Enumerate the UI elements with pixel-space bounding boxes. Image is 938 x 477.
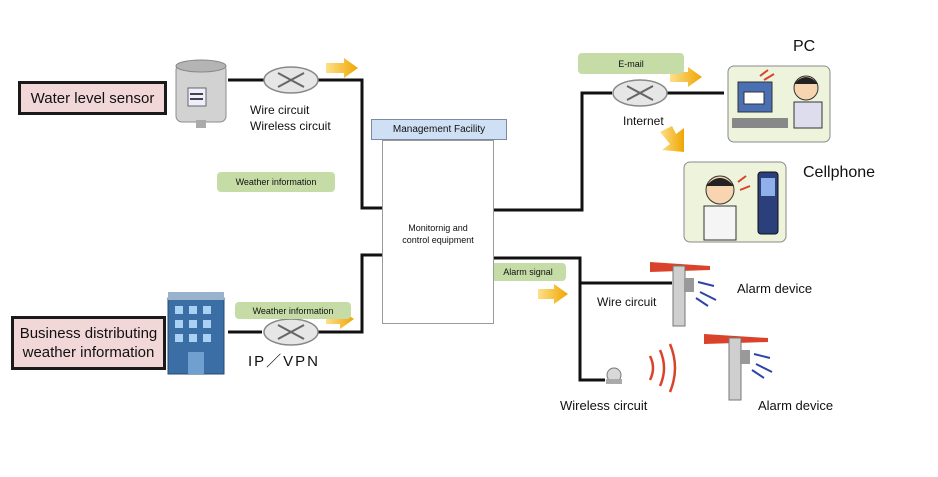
router-icon-internet [612,79,668,107]
management-facility-box [382,140,494,324]
wireless-circuit-label: Wireless circuit [250,119,331,133]
business-line1: Business distributing [19,325,158,342]
antenna-icon [606,343,677,393]
alarm-device-icon-1 [650,262,717,327]
water-sensor-icon [175,59,227,128]
weather-info-tag-1: Weather information [217,172,335,192]
alarm-wire-circuit-label: Wire circuit [597,295,657,309]
alarm-wireless-circuit-label: Wireless circuit [560,398,648,413]
alarm-line [466,256,672,382]
alarm-device-label-2: Alarm device [758,398,834,413]
cellphone-label: Cellphone [803,164,876,181]
water-level-sensor-label: Water level sensor [18,81,167,115]
weather-info-tag-2: Weather information [235,302,351,319]
internet-label: Internet [623,114,664,128]
router-icon-ipvpn [263,318,319,346]
arrow-alarm [538,284,568,304]
arrow-cellphone [660,126,684,152]
building-icon [167,292,225,375]
alarm-device-icon-2 [704,334,773,401]
pc-label: PC [793,38,816,55]
business-label: Business distributing weather informatio… [11,316,166,370]
equipment-label-line2: control equipment [402,235,474,245]
business-line [228,253,392,334]
router-icon-top [263,66,319,94]
sensor-line [228,78,392,210]
internet-line [466,91,724,212]
ipvpn-label: IP／VPN [248,353,321,370]
management-facility-title: Management Facility [371,119,507,140]
business-line2: weather information [22,344,155,361]
water-level-sensor-text: Water level sensor [30,89,155,107]
equipment-label: Monitornig and control equipment [393,222,483,246]
pc-icon [727,65,831,143]
equipment-label-line1: Monitornig and [408,223,468,233]
email-tag: E-mail [578,53,684,74]
wire-circuit-label: Wire circuit [250,103,310,117]
cellphone-icon [683,161,787,243]
alarm-device-label-1: Alarm device [737,281,813,296]
top-circuit-label: Wire circuit Wireless circuit [250,102,331,134]
arrow-sensor [326,58,358,78]
alarm-signal-tag: Alarm signal [490,263,566,281]
